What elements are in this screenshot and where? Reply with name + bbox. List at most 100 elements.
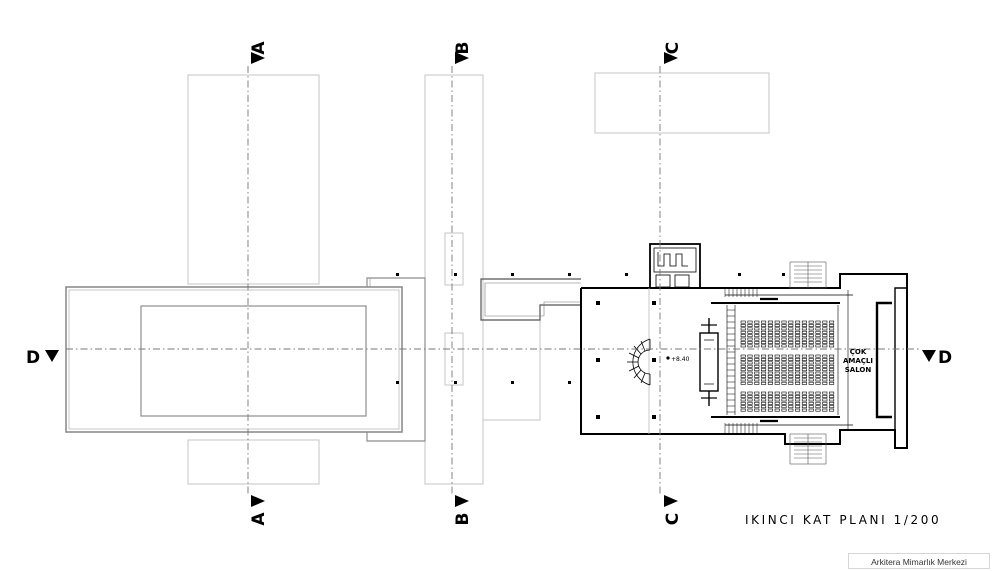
seat (774, 395, 780, 398)
seat (767, 381, 773, 385)
pool-void (140, 305, 367, 417)
seat (740, 364, 746, 368)
seat (829, 327, 835, 331)
seat (801, 334, 807, 338)
seat (795, 327, 801, 331)
section-label-b-top: B (453, 42, 473, 55)
aisle-step-ticks (724, 287, 758, 433)
seat (822, 327, 828, 331)
seat (822, 330, 828, 334)
bridge (480, 278, 581, 321)
seat (761, 405, 767, 409)
seat (761, 341, 767, 344)
seat (808, 330, 814, 334)
seat (829, 398, 835, 402)
seat (740, 375, 746, 378)
seat (829, 330, 835, 334)
seat (781, 344, 787, 348)
seat (815, 398, 821, 402)
seat (788, 408, 794, 412)
outline-block-b (424, 74, 484, 485)
seat (801, 378, 807, 382)
seat (815, 378, 821, 382)
seat (801, 361, 807, 365)
seat (788, 320, 794, 324)
seat (761, 344, 767, 348)
seat (767, 324, 773, 327)
seat (829, 341, 835, 344)
seat (808, 324, 814, 327)
seat (808, 337, 814, 341)
seat (767, 375, 773, 378)
faint-outlines (187, 72, 770, 485)
seat (801, 327, 807, 331)
seat (822, 344, 828, 348)
seat (767, 368, 773, 372)
seat (781, 320, 787, 324)
seat (788, 401, 794, 405)
seat (740, 361, 746, 365)
seat (795, 375, 801, 378)
seat (788, 395, 794, 398)
seat (761, 391, 767, 395)
seat (747, 327, 753, 331)
seat (822, 405, 828, 409)
seat (781, 398, 787, 402)
seat (822, 364, 828, 368)
seat (761, 395, 767, 398)
seat (781, 330, 787, 334)
seat (747, 375, 753, 378)
seat (754, 381, 760, 385)
seat (781, 378, 787, 382)
aisle-steps-east (837, 290, 849, 430)
seat (761, 354, 767, 358)
seat (767, 401, 773, 405)
seat (740, 405, 746, 409)
seat (815, 408, 821, 412)
marker-d-west (45, 350, 59, 362)
seat (815, 334, 821, 338)
seat (767, 320, 773, 324)
seat (761, 358, 767, 361)
marker-d-east (922, 350, 936, 362)
seat (754, 330, 760, 334)
seat (740, 327, 746, 331)
seat (788, 330, 794, 334)
seat (754, 368, 760, 372)
seat (801, 337, 807, 341)
seat (808, 401, 814, 405)
seat (767, 361, 773, 365)
seat (815, 327, 821, 331)
seat (767, 341, 773, 344)
seat (747, 395, 753, 398)
seat (795, 371, 801, 375)
stage-front (875, 301, 892, 419)
seat (740, 320, 746, 324)
section-label-d-east: D (938, 348, 952, 368)
seat (808, 354, 814, 358)
seat (822, 381, 828, 385)
seat (781, 391, 787, 395)
marker-b-top (455, 52, 469, 64)
west-block-inner (68, 289, 400, 430)
seat (795, 358, 801, 361)
seat (808, 327, 814, 331)
seat (815, 364, 821, 368)
seat (801, 381, 807, 385)
seat (740, 391, 746, 395)
seat (788, 378, 794, 382)
seat (761, 337, 767, 341)
seat (808, 381, 814, 385)
seat (774, 398, 780, 402)
marker-a-top (251, 52, 265, 64)
seat (829, 375, 835, 378)
lift-b (674, 274, 690, 288)
seat (781, 341, 787, 344)
seat (740, 354, 746, 358)
seat (754, 395, 760, 398)
seat (754, 334, 760, 338)
seat (754, 324, 760, 327)
seat (754, 371, 760, 375)
marker-a-bottom (251, 495, 265, 507)
